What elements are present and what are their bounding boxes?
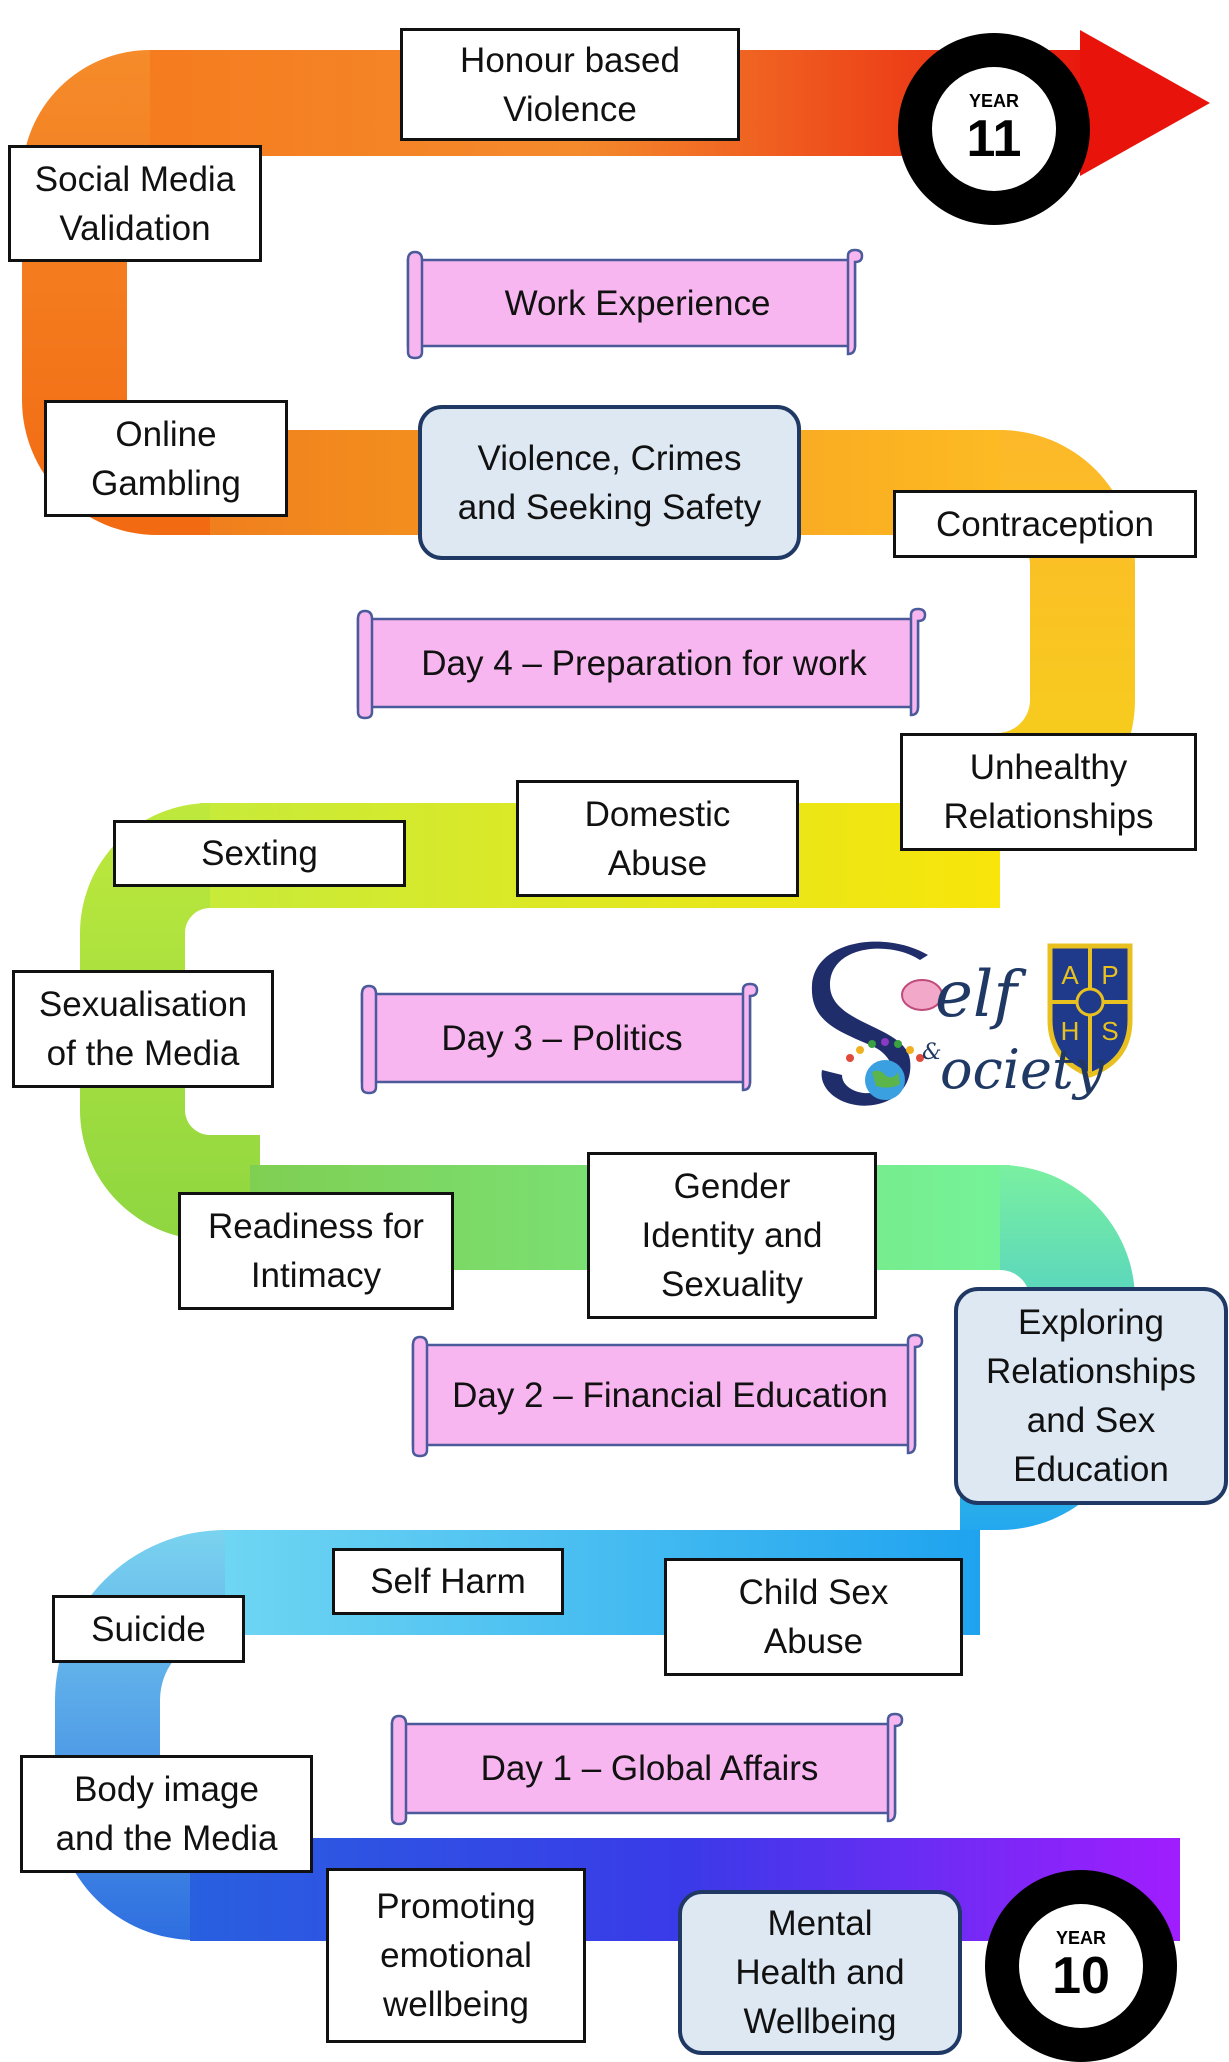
topic-sexualisation-of-the-media: Sexualisation of the Media [12, 970, 274, 1088]
self-and-society-logo: A P H S elf & ociety [810, 940, 1150, 1140]
scroll-work-experience: Work Experience [400, 248, 867, 360]
scroll-day-2: Day 2 – Financial Education [405, 1333, 927, 1458]
topic-unhealthy-relationships: Unhealthy Relationships [900, 733, 1197, 851]
scroll-day-1: Day 1 – Global Affairs [384, 1712, 907, 1826]
topic-body-image-and-the-media: Body image and the Media [20, 1755, 313, 1873]
svg-text:P: P [1101, 960, 1118, 990]
year-11-number: 11 [966, 110, 1022, 168]
topic-promoting-emotional-wellbeing: Promoting emotional wellbeing [326, 1868, 586, 2043]
scroll-day-3-label: Day 3 – Politics [441, 1018, 683, 1058]
logo-ampersand: & [922, 1040, 942, 1065]
topic-online-gambling: Online Gambling [44, 400, 288, 517]
theme-mental-health-wellbeing: Mental Health and Wellbeing [678, 1890, 962, 2055]
topic-suicide: Suicide [52, 1595, 245, 1663]
logo-self-text: elf [935, 958, 1018, 1032]
year-11-label: YEAR [968, 91, 1019, 111]
logo-society-text: ociety [940, 1038, 1105, 1101]
scroll-day-4: Day 4 – Preparation for work [350, 607, 930, 720]
big-s-letter-icon: A P H S [811, 941, 1133, 1106]
scroll-day-2-label: Day 2 – Financial Education [452, 1375, 888, 1415]
topic-sexting: Sexting [113, 820, 406, 887]
year-10-badge: YEAR 10 [985, 1870, 1177, 2062]
topic-contraception: Contraception [893, 490, 1197, 558]
scroll-day-3: Day 3 – Politics [354, 982, 762, 1095]
theme-exploring-relationships-sex-education: Exploring Relationships and Sex Educatio… [954, 1287, 1228, 1505]
year-11-badge-inner: YEAR 11 [932, 67, 1056, 191]
svg-text:A: A [1061, 960, 1079, 990]
scroll-work-experience-label: Work Experience [504, 284, 771, 323]
topic-gender-identity-and-sexuality: Gender Identity and Sexuality [587, 1152, 877, 1319]
scroll-shape [356, 607, 927, 720]
scroll-day-1-label: Day 1 – Global Affairs [480, 1749, 819, 1788]
topic-social-media-validation: Social Media Validation [8, 145, 262, 262]
year-10-number: 10 [1052, 1947, 1110, 2005]
topic-domestic-abuse: Domestic Abuse [516, 780, 799, 897]
theme-violence-crimes-seeking-safety: Violence, Crimes and Seeking Safety [418, 405, 801, 560]
scroll-shape [406, 248, 864, 360]
scroll-shape [411, 1333, 924, 1458]
topic-self-harm: Self Harm [332, 1548, 564, 1615]
year-10-label: YEAR [1055, 1928, 1106, 1948]
year-10-badge-inner: YEAR 10 [1019, 1904, 1143, 2028]
svg-text:H: H [1061, 1016, 1080, 1046]
scroll-shape [360, 982, 759, 1095]
topic-child-sex-abuse: Child Sex Abuse [664, 1558, 963, 1676]
topic-honour-based-violence: Honour based Violence [400, 28, 740, 141]
year-11-badge: YEAR 11 [898, 33, 1090, 225]
scroll-day-4-label: Day 4 – Preparation for work [421, 643, 867, 683]
scroll-shape [390, 1712, 904, 1826]
topic-readiness-for-intimacy: Readiness for Intimacy [178, 1192, 454, 1310]
svg-text:S: S [1101, 1016, 1118, 1046]
